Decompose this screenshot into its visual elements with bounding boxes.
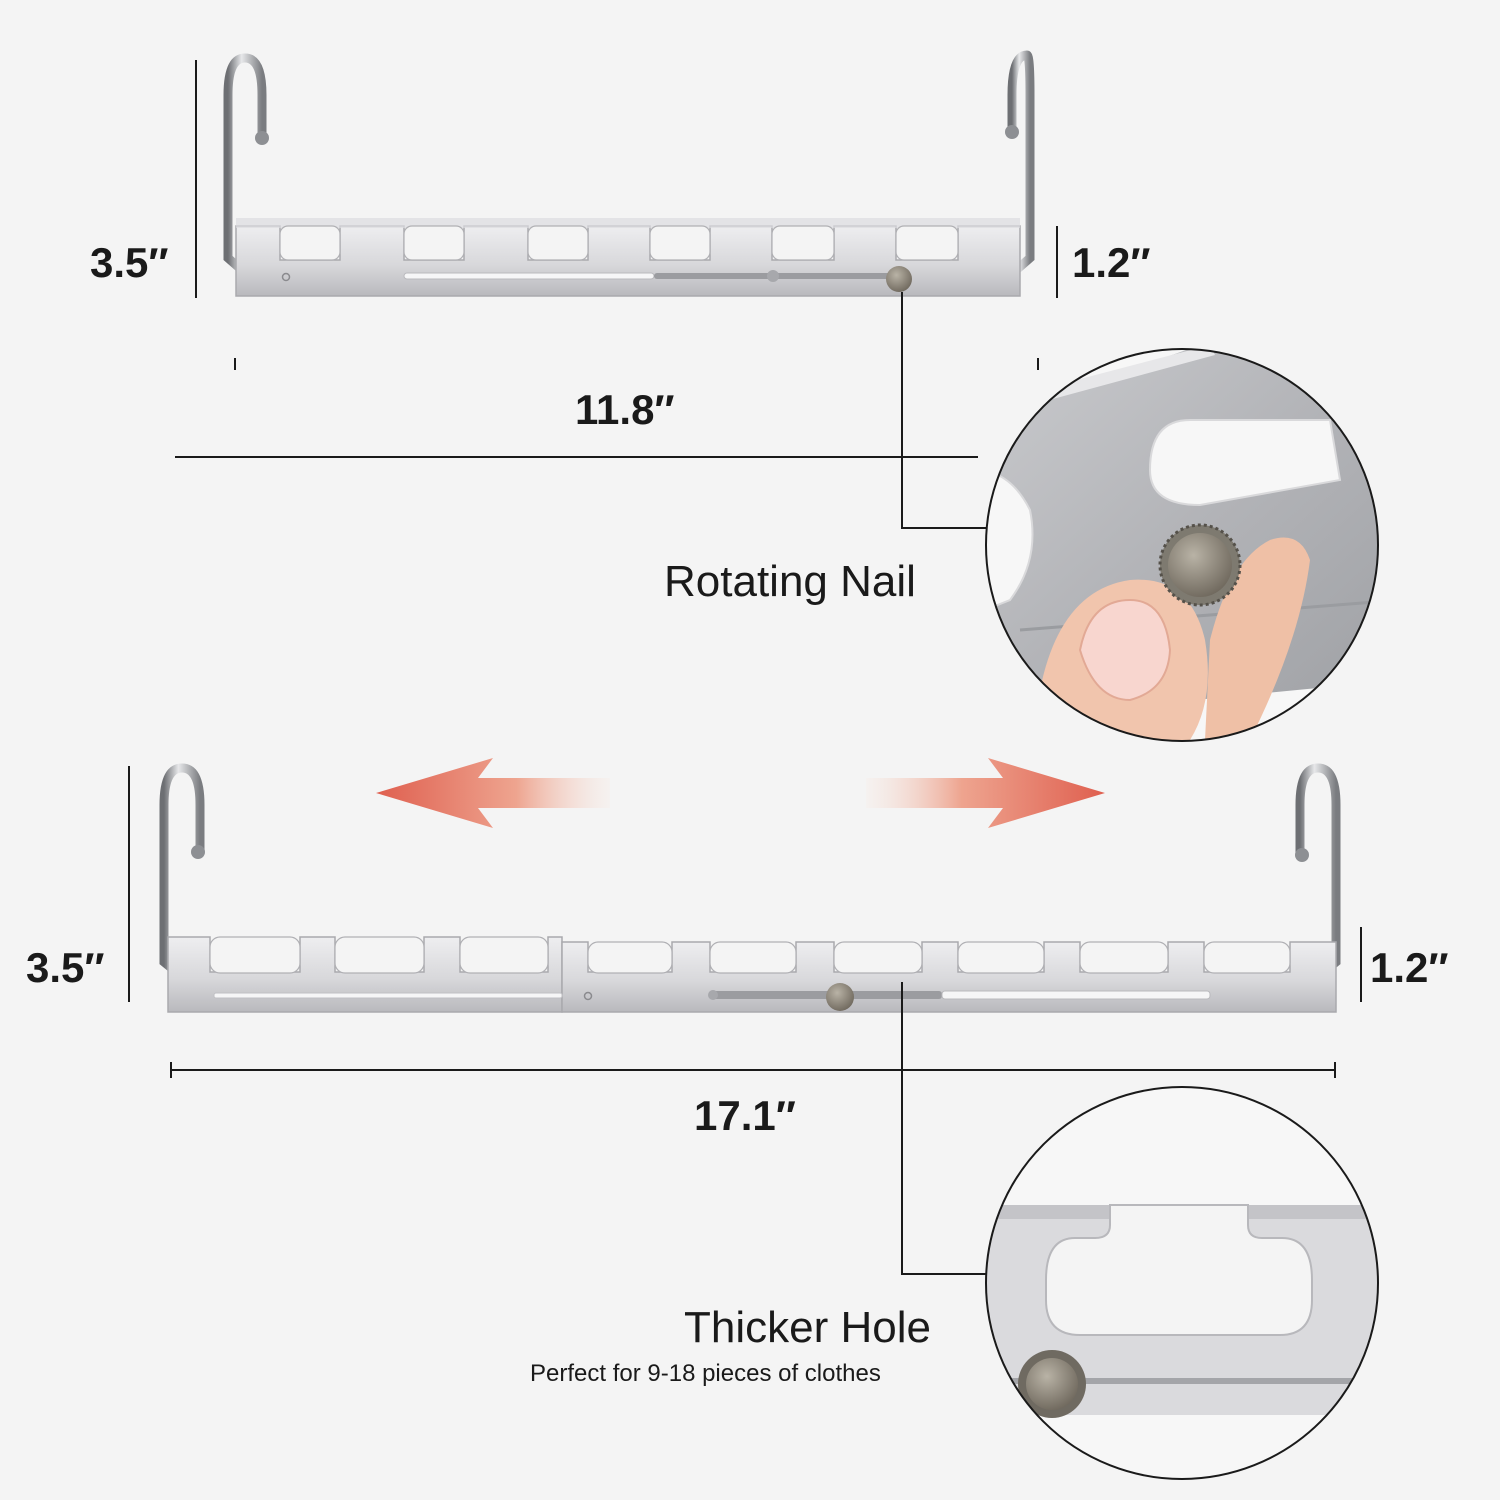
left-hook bbox=[159, 763, 205, 980]
top-hanger bbox=[223, 50, 1035, 297]
right-hook-ball bbox=[1005, 125, 1019, 139]
extension-arrows bbox=[376, 758, 1105, 828]
rotating-nail-knob bbox=[886, 266, 912, 292]
rotating-nail-knob bbox=[826, 983, 854, 1011]
top-width-label: 11.8″ bbox=[575, 386, 675, 433]
rotating-nail-closeup bbox=[985, 348, 1379, 742]
thicker-hole-label: Thicker Hole bbox=[684, 1303, 931, 1352]
top-height-label: 3.5″ bbox=[90, 239, 169, 286]
bottom-width-label: 17.1″ bbox=[694, 1092, 796, 1139]
bottom-bar-height-label: 1.2″ bbox=[1370, 944, 1449, 991]
bottom-hanger bbox=[159, 763, 1341, 1013]
rotating-nail-label: Rotating Nail bbox=[664, 557, 916, 606]
left-arrow-icon bbox=[376, 758, 610, 828]
left-hook bbox=[223, 53, 267, 277]
thicker-hole-closeup bbox=[985, 1086, 1379, 1480]
top-bar-height-label: 1.2″ bbox=[1072, 239, 1151, 286]
thicker-hole-description: Perfect for 9-18 pieces of clothes bbox=[530, 1360, 881, 1387]
thicker-hole-leader-line bbox=[901, 982, 986, 1275]
right-hook bbox=[1295, 763, 1341, 980]
right-hook bbox=[1007, 50, 1035, 277]
left-hook-ball bbox=[255, 131, 269, 145]
rotating-nail-leader-line bbox=[901, 292, 986, 529]
right-arrow-icon bbox=[866, 758, 1105, 828]
bottom-height-label: 3.5″ bbox=[26, 944, 105, 991]
